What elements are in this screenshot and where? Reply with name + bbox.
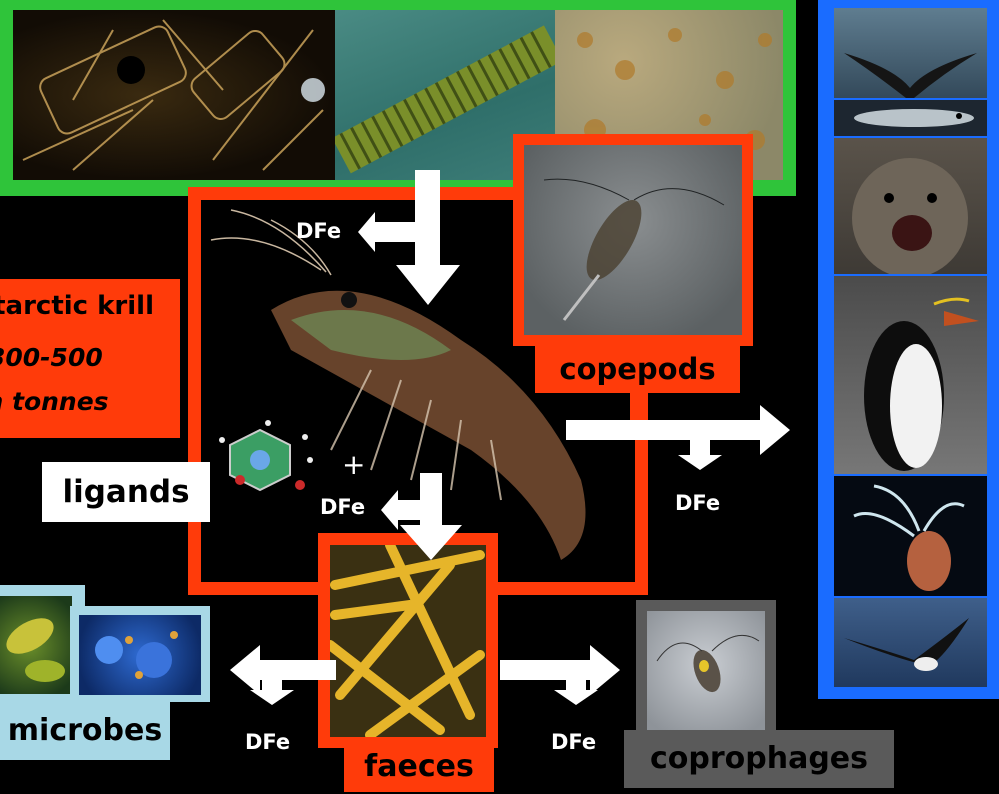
- ligands-label: ligands: [42, 462, 210, 522]
- krill-biomass-panel: Antarctic krill 300-500 million tonnes: [0, 279, 180, 438]
- coprophage-photo: [647, 611, 765, 731]
- plus-sign: +: [342, 448, 365, 481]
- diatom-chain-photo: [13, 10, 335, 180]
- bacteria-photo: [0, 596, 72, 694]
- dfe-microbes: DFe: [245, 730, 290, 754]
- dfe-krill-bottom: DFe: [320, 495, 365, 519]
- dfe-coprophages: DFe: [551, 730, 596, 754]
- whale-fluke-photo: [834, 8, 987, 98]
- arrow-microbes-dfe: [250, 670, 294, 705]
- fish-photo: [834, 100, 987, 136]
- krill-biomass-unit: million tonnes: [0, 387, 109, 416]
- faeces-label: faeces: [344, 742, 494, 792]
- microbes-label: microbes: [0, 702, 170, 760]
- ligand-molecule-image: [210, 415, 320, 505]
- squid-photo: [834, 476, 987, 596]
- copepods-label: copepods: [535, 345, 740, 393]
- dfe-krill-top: DFe: [296, 219, 341, 243]
- seabird-photo: [834, 598, 987, 687]
- microbes-photo: [79, 615, 201, 695]
- krill-title: Antarctic krill: [0, 291, 154, 321]
- faecal-pellets-photo: [330, 545, 486, 737]
- penguin-photo: [834, 276, 987, 474]
- krill-biomass-value: 300-500: [0, 343, 103, 372]
- coprophages-label: coprophages: [624, 730, 894, 788]
- arrow-to-coprophages: [500, 645, 620, 695]
- dfe-predators: DFe: [675, 491, 720, 515]
- arrow-coprophages-dfe: [554, 670, 598, 705]
- arrow-predators-dfe: [678, 430, 722, 470]
- copepod-photo: [524, 145, 742, 335]
- fur-seal-photo: [834, 138, 987, 274]
